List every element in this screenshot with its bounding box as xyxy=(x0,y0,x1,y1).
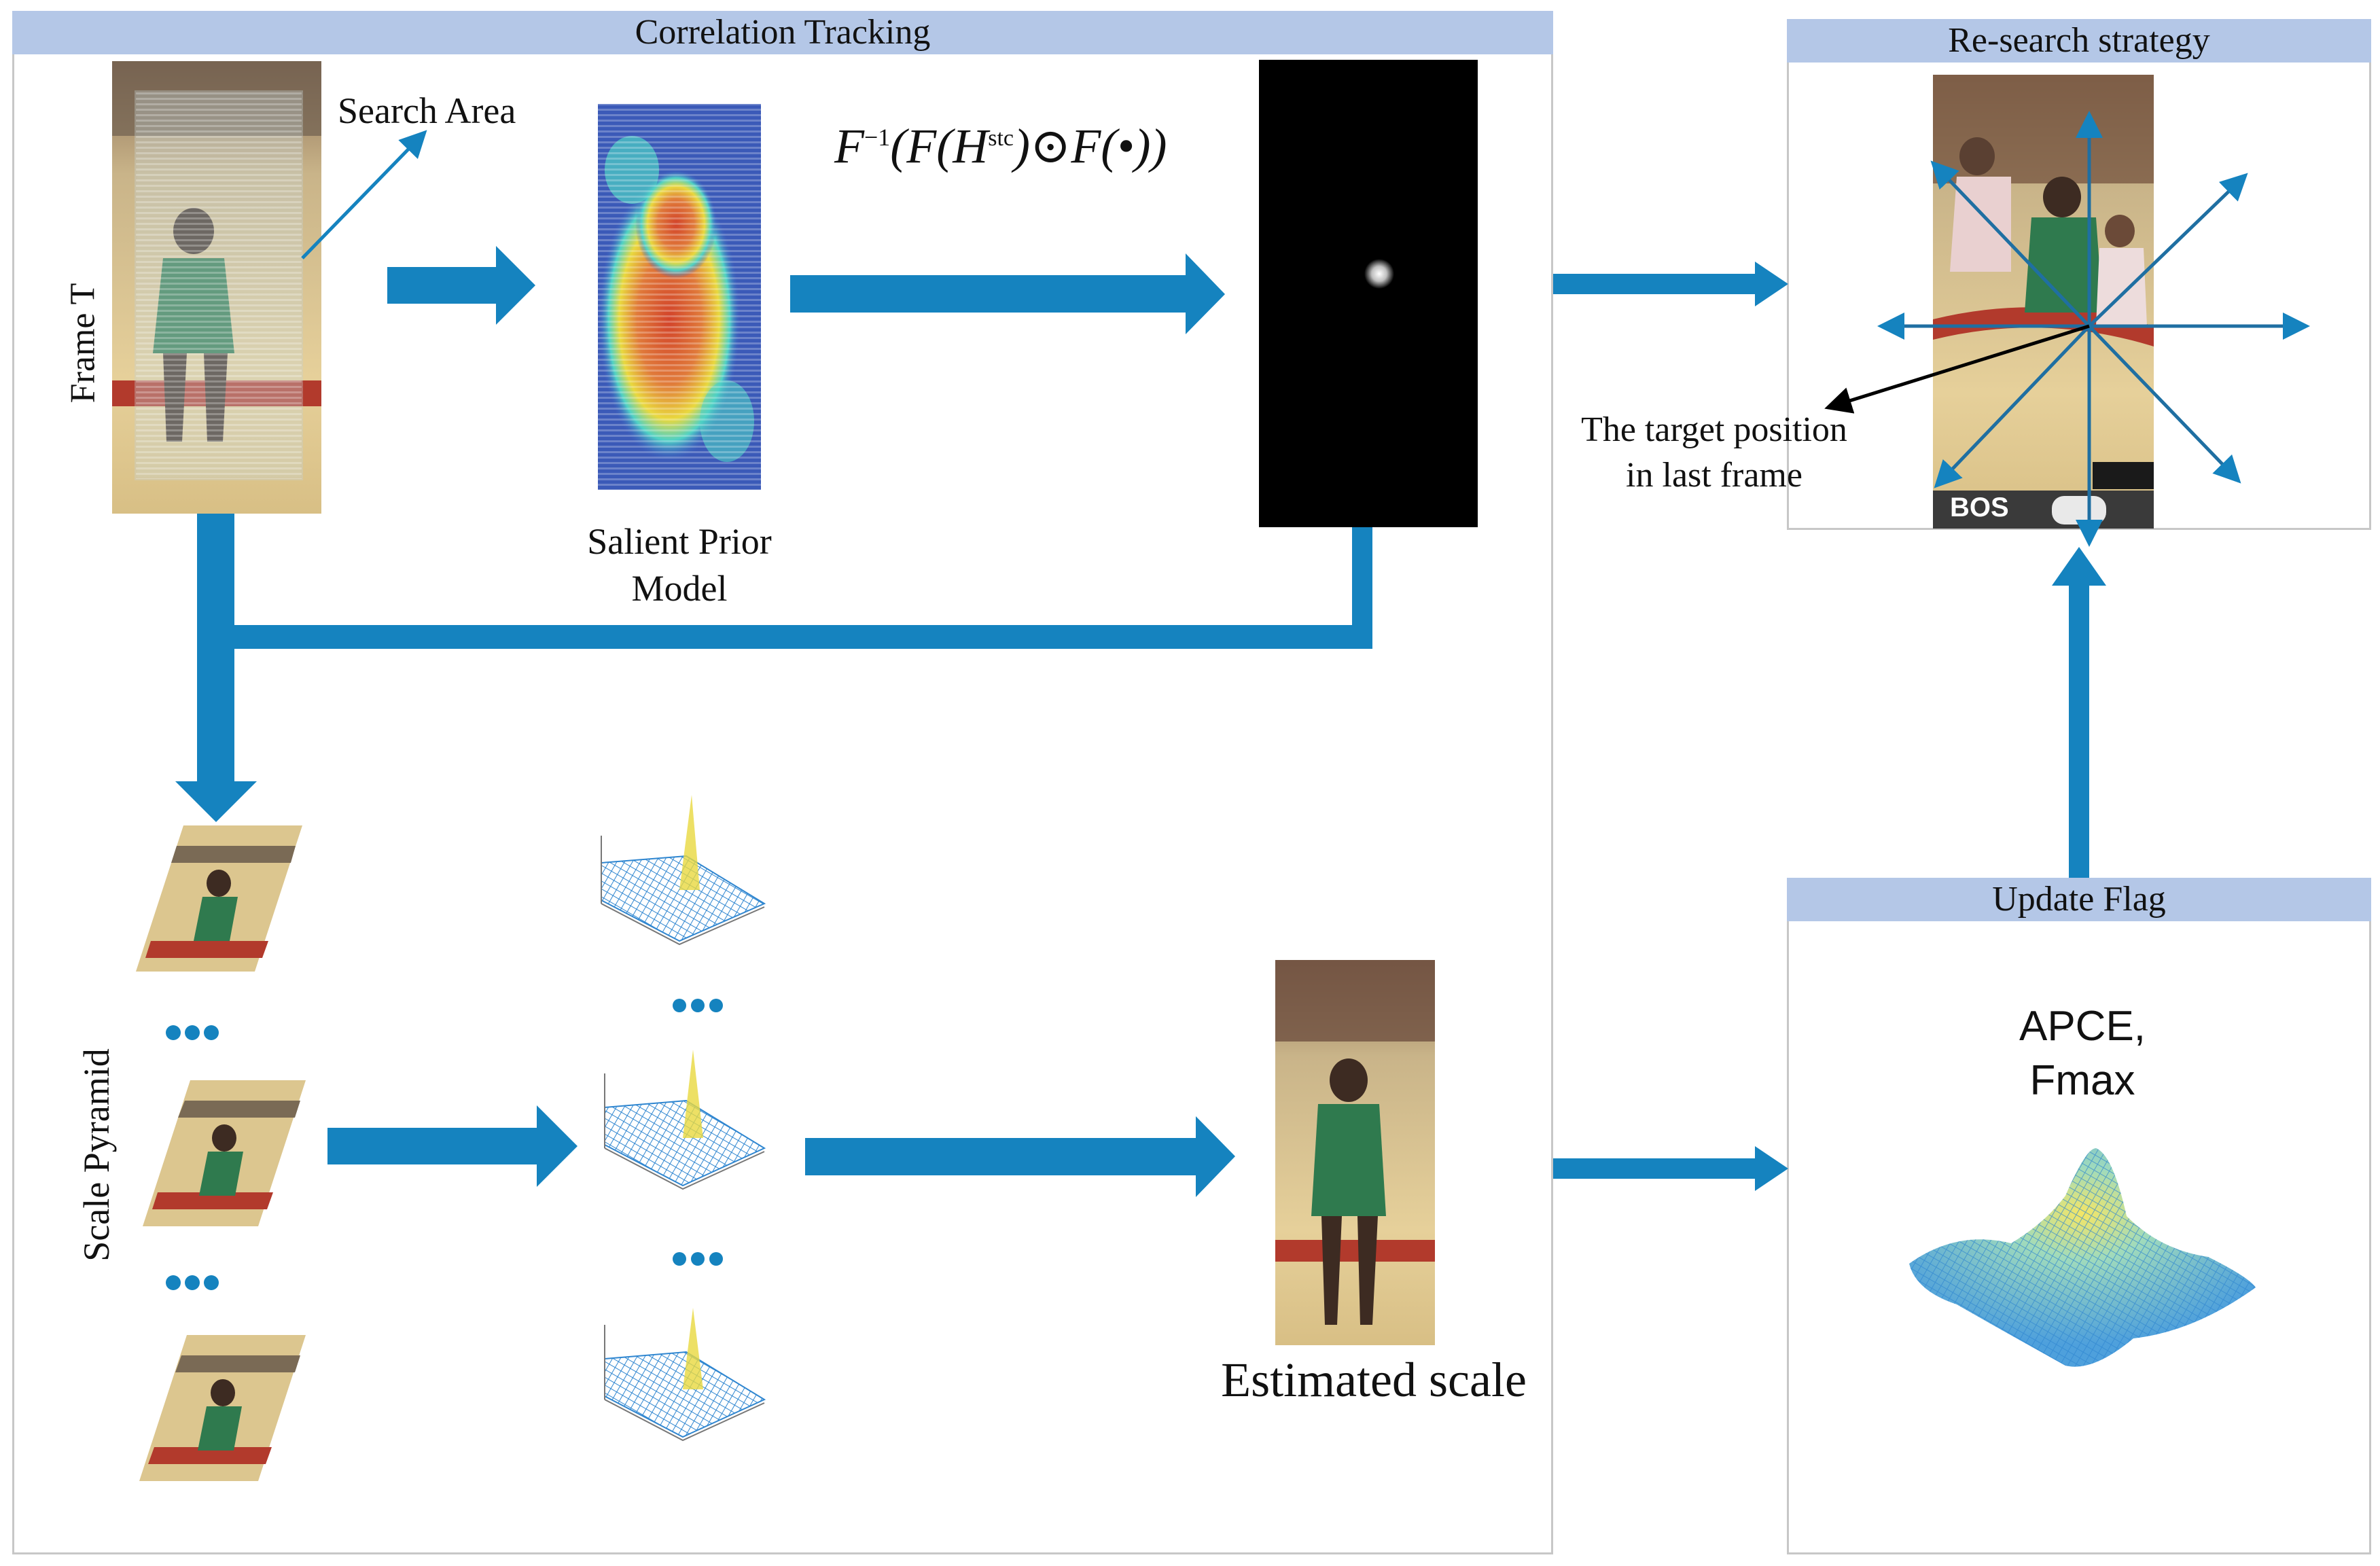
formula-body: (F(H xyxy=(890,119,989,173)
frame-t-label: Frame T xyxy=(63,283,103,404)
frame-t-image xyxy=(112,61,321,514)
response-surface-3 xyxy=(604,1308,766,1442)
apce-label-line1: APCE, xyxy=(2019,1003,2146,1050)
target-position-label-line1: The target position xyxy=(1581,410,1847,449)
response-ellipsis-dots-2 xyxy=(673,1252,723,1266)
search-area-pointer xyxy=(301,130,427,260)
target-position-pointer xyxy=(1824,324,2090,414)
correlation-tracking-title: Correlation Tracking xyxy=(12,11,1553,54)
formula-f: F xyxy=(834,119,864,173)
flow-arrows xyxy=(175,246,2106,1197)
formula-stc: stc xyxy=(988,126,1014,151)
response-map-image xyxy=(1259,60,1478,527)
research-strategy-title: Re-search strategy xyxy=(1787,19,2371,63)
scale-pyramid-image-mid xyxy=(143,1080,306,1226)
formula-tail: )⊙F(•)) xyxy=(1014,119,1167,173)
scoreboard-team-label: BOS xyxy=(1950,493,2009,522)
estimated-scale-label: Estimated scale xyxy=(1221,1353,1527,1407)
research-star-arrows xyxy=(1877,111,2310,547)
pyramid-ellipsis-dots xyxy=(166,1025,219,1290)
correlation-formula: F−1(F(Hstc)⊙F(•)) xyxy=(834,117,1167,175)
scale-pyramid-image-top xyxy=(136,825,302,972)
salient-label-line1: Salient Prior xyxy=(587,521,772,562)
response-surface-2 xyxy=(604,1050,766,1190)
apce-label-line2: Fmax xyxy=(2029,1057,2135,1104)
search-area-label: Search Area xyxy=(338,90,516,131)
scale-pyramid-image-bottom xyxy=(139,1335,306,1481)
response-ellipsis-dots-1 xyxy=(673,999,723,1012)
scale-pyramid-label: Scale Pyramid xyxy=(76,1048,117,1262)
salient-label-line2: Model xyxy=(631,568,728,609)
salient-heatmap-image xyxy=(598,104,761,490)
estimated-scale-image xyxy=(1275,960,1435,1345)
update-flag-panel xyxy=(1787,878,2371,1554)
update-flag-title: Update Flag xyxy=(1787,878,2371,921)
target-position-label-line2: in last frame xyxy=(1626,456,1802,495)
formula-inverse: −1 xyxy=(864,124,891,151)
response-surface-1 xyxy=(601,795,766,946)
research-frame-image xyxy=(1933,75,2154,529)
apce-mesh-surface xyxy=(1909,1148,2256,1367)
